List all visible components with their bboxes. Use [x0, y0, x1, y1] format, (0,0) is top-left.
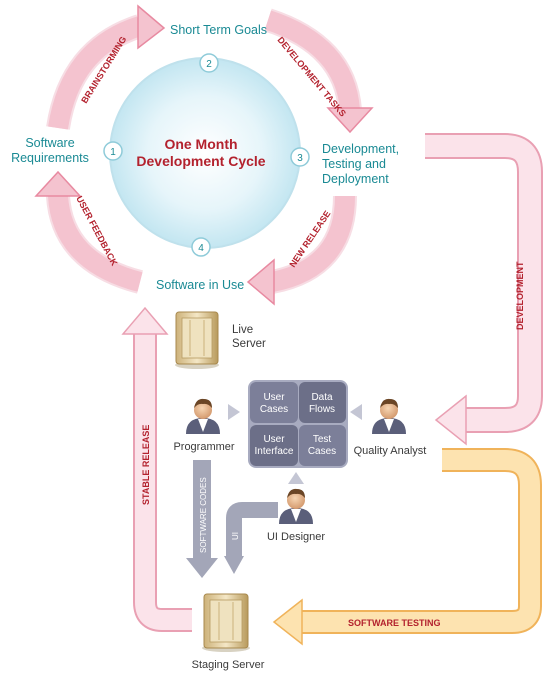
step-1-label-line1: Software [25, 136, 75, 150]
matrix-cell-data-flows [299, 382, 346, 423]
matrix-cell-user-interface [250, 425, 298, 466]
step-3-label-line1: Development, [322, 142, 400, 156]
step-badge-4 [191, 237, 211, 257]
matrix-data-flows-line2: Flows [308, 404, 336, 415]
matrix-user-cases-text: User Cases [251, 392, 297, 416]
step-badge-3 [290, 147, 310, 167]
live-server-label-line1: Live [232, 324, 254, 336]
matrix-cell-test-cases [299, 425, 346, 466]
quality-analyst-label: Quality Analyst [353, 445, 427, 457]
matrix-user-cases-line1: User [263, 392, 285, 403]
stable-release-arrow [121, 306, 192, 632]
step-number-3: 3 [297, 153, 303, 164]
matrix-user-interface-line1: User [263, 434, 285, 445]
staging-server-label: Staging Server [191, 659, 265, 671]
new-release-arrow [246, 195, 357, 306]
analyst-to-matrix-arrow [350, 404, 362, 420]
step-2-label: Short Term Goals [170, 23, 290, 38]
step-4-label-line1: Software in Use [156, 278, 245, 292]
programmer-to-matrix-arrow [228, 404, 240, 420]
cycle-title-line1: One Month [164, 136, 238, 152]
programmer-label: Programmer [173, 441, 235, 453]
ui-arrow [224, 502, 278, 574]
matrix-test-cases-line2: Cases [307, 446, 337, 457]
staging-server-icon [202, 593, 250, 652]
development-flow-label: DEVELOPMENT [515, 261, 525, 330]
user-feedback-arrow [34, 170, 144, 294]
live-server-label: Live Server [232, 323, 292, 351]
software-testing-arrow [272, 448, 542, 646]
programmer-icon [186, 398, 220, 434]
step-1-label-line2: Requirements [11, 151, 89, 165]
development-tasks-arrow [264, 8, 374, 134]
matrix-data-flows-text: Data Flows [299, 392, 345, 416]
step-3-label-line3: Deployment [322, 172, 389, 186]
cycle-title-line2: Development Cycle [136, 153, 266, 169]
live-server-icon [175, 311, 219, 369]
matrix-user-interface-text: User Interface [251, 434, 297, 458]
requirements-matrix [248, 380, 348, 468]
stable-release-flow-label: STABLE RELEASE [141, 425, 151, 505]
ui-designer-icon [279, 488, 313, 524]
step-badge-2 [199, 53, 219, 73]
step-1-label: Software Requirements [6, 136, 94, 166]
software-codes-flow-label: SOFTWARE CODES [199, 477, 208, 553]
step-number-2: 2 [206, 59, 212, 70]
step-3-label-line2: Testing and [322, 157, 386, 171]
live-server-label-line2: Server [232, 338, 266, 350]
matrix-test-cases-text: Test Cases [299, 434, 345, 458]
matrix-user-interface-line2: Interface [254, 446, 294, 457]
software-codes-arrow [186, 460, 218, 578]
brainstorming-arrow [46, 4, 166, 131]
matrix-cell-user-cases [250, 382, 298, 423]
step-number-1: 1 [110, 147, 116, 158]
matrix-test-cases-line1: Test [312, 434, 332, 445]
step-badge-1 [103, 141, 123, 161]
step-2-label-line1: Short Term Goals [170, 23, 268, 37]
designer-to-matrix-arrow [288, 472, 304, 484]
matrix-data-flows-line1: Data [311, 392, 333, 403]
step-number-4: 4 [198, 243, 204, 254]
ui-flow-label: UI [231, 532, 240, 540]
step-4-label: Software in Use [156, 278, 266, 293]
development-arrow [425, 133, 543, 446]
software-testing-flow-label: SOFTWARE TESTING [348, 618, 441, 628]
matrix-user-cases-line2: Cases [259, 404, 289, 415]
quality-analyst-icon [372, 398, 406, 434]
cycle-title: One Month Development Cycle [121, 136, 281, 170]
step-3-label: Development, Testing and Deployment [322, 142, 418, 187]
ui-designer-label: UI Designer [266, 531, 326, 543]
